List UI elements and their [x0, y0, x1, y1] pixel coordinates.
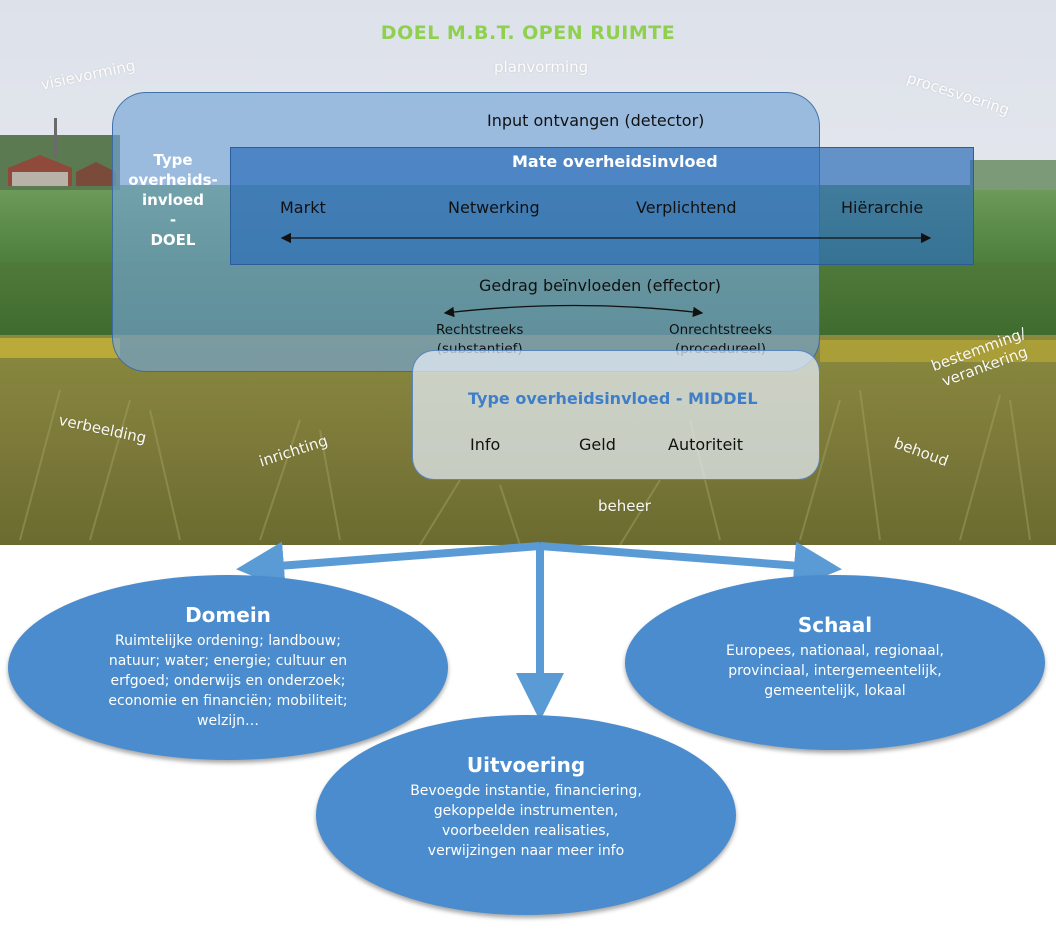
uitvoering-body: Bevoegde instantie, financiering, gekopp… — [316, 781, 736, 861]
scene-arrows — [280, 232, 932, 318]
rechtstreeks-line1: Rechtstreeks — [436, 322, 524, 338]
mate-item-markt: Markt — [280, 198, 326, 217]
mate-title: Mate overheidsinvloed — [512, 152, 718, 171]
schaal-line: Europees, nationaal, regionaal, — [725, 643, 945, 659]
schaal-line: provinciaal, intergemeentelijk, — [728, 663, 942, 679]
middel-item-info: Info — [470, 435, 501, 454]
schaal-line: gemeentelijk, lokaal — [764, 683, 906, 699]
uitvoering-ellipse: Uitvoering Bevoegde instantie, financier… — [316, 715, 736, 915]
onrechtstreeks-line1: Onrechtstreeks — [669, 322, 773, 338]
arrow-to-domein — [236, 541, 541, 590]
diagram-title: DOEL M.B.T. OPEN RUIMTE — [380, 22, 676, 44]
landscape-background: planvorming visievorming procesvoering b… — [0, 0, 1056, 545]
activity-beheer: beheer — [598, 497, 651, 515]
uitvoering-title: Uitvoering — [466, 753, 586, 777]
type-doel-line4: - — [169, 211, 177, 229]
mate-item-hierarchie: Hiërarchie — [841, 198, 924, 217]
uitvoering-line: Bevoegde instantie, financiering, — [410, 783, 642, 799]
activity-planvorming: planvorming — [494, 58, 589, 76]
type-doel-line5: DOEL — [150, 231, 196, 249]
mate-item-netwerking: Netwerking — [448, 198, 540, 217]
domein-title: Domein — [185, 603, 271, 627]
uitvoering-line: gekoppelde instrumenten, — [433, 803, 619, 819]
domein-line: economie en financiën; mobiliteit; — [108, 693, 348, 709]
uitvoering-line: verwijzingen naar meer info — [427, 843, 625, 859]
mate-item-verplichtend: Verplichtend — [636, 198, 737, 217]
domein-body: Ruimtelijke ordening; landbouw; natuur; … — [8, 631, 448, 731]
middel-title: Type overheidsinvloed - MIDDEL — [468, 389, 758, 408]
domein-line: welzijn… — [197, 713, 259, 729]
domein-line: natuur; water; energie; cultuur en — [108, 653, 348, 669]
schaal-body: Europees, nationaal, regionaal, provinci… — [625, 641, 1045, 701]
type-doel-line2: overheids- — [128, 171, 218, 189]
type-doel-label: Type overheids- invloed - DOEL — [123, 150, 223, 250]
schaal-ellipse: Schaal Europees, nationaal, regionaal, p… — [625, 575, 1045, 750]
domein-line: Ruimtelijke ordening; landbouw; — [115, 633, 341, 649]
schaal-title: Schaal — [797, 613, 873, 637]
domein-line: erfgoed; onderwijs en onderzoek; — [110, 673, 346, 689]
middel-item-geld: Geld — [579, 435, 616, 454]
type-doel-line3: invloed — [142, 191, 204, 209]
effector-arrow — [443, 304, 704, 318]
mate-box — [230, 147, 974, 265]
uitvoering-line: voorbeelden realisaties, — [441, 823, 611, 839]
type-doel-line1: Type — [153, 151, 193, 169]
middel-item-autoriteit: Autoriteit — [668, 435, 744, 454]
effector-label: Gedrag beïnvloeden (effector) — [479, 276, 722, 295]
domein-ellipse: Domein Ruimtelijke ordening; landbouw; n… — [8, 575, 448, 760]
arrow-to-schaal — [539, 541, 842, 590]
middel-box — [412, 350, 820, 480]
input-detector-label: Input ontvangen (detector) — [487, 111, 705, 130]
